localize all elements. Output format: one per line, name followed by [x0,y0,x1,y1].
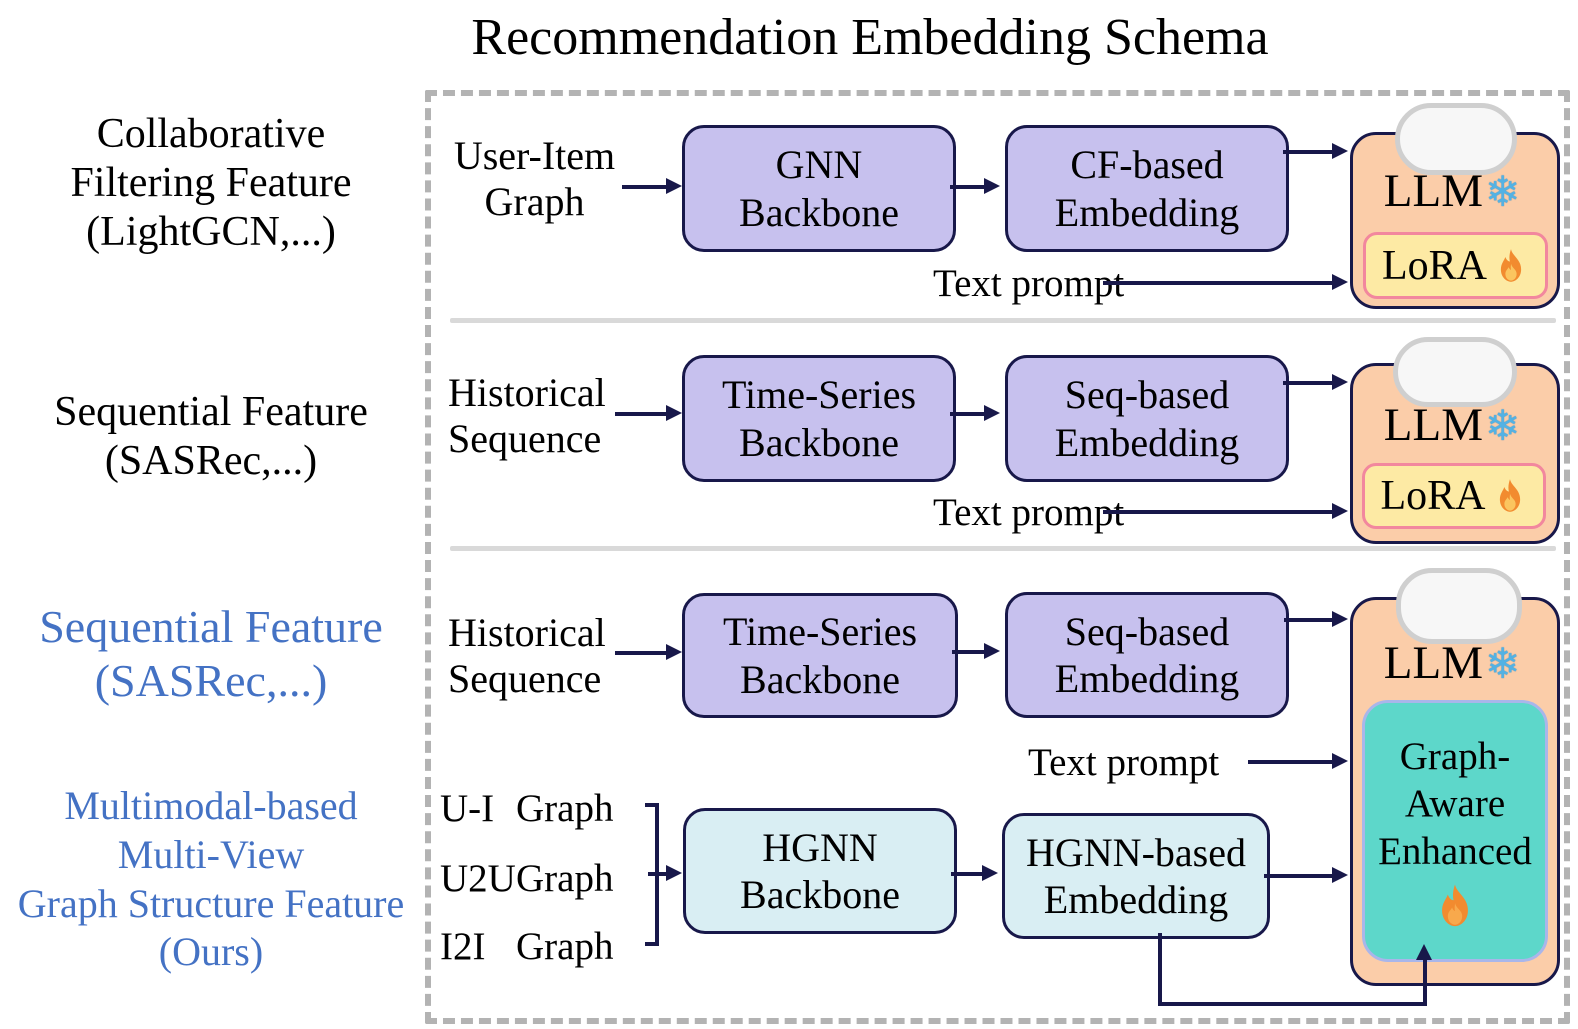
arrow-line [952,650,986,654]
arrowhead-right-icon [1332,143,1348,159]
box-hgnn-embedding: HGNN-based Embedding [1002,813,1270,939]
input-historical-sequence: Historical Sequence [448,610,606,701]
arrow-line [1264,874,1334,878]
arrow-line [950,185,986,189]
arrowhead-right-icon [1332,503,1348,519]
label-sequential-feature-blue: Sequential Feature (SASRec,...) [39,601,383,706]
diagram-title: Recommendation Embedding Schema [471,9,1269,66]
input-user-item-graph: User-Item Graph [453,133,616,224]
feedback-line [1423,958,1427,1005]
feedback-line [1158,933,1162,1005]
text-prompt-label: Text prompt [933,491,1125,534]
input-u2u-graph: U2U Graph [440,857,614,900]
arrowhead-right-icon [1332,274,1348,290]
box-timeseries-backbone: Time-Series Backbone [682,355,956,482]
arrow-line [1103,510,1334,514]
arrowhead-right-icon [1332,374,1348,390]
input-historical-sequence: Historical Sequence [448,370,606,461]
box-seq-embedding: Seq-based Embedding [1005,355,1289,482]
dashed-frame [425,90,1570,1024]
arrowhead-right-icon [984,178,1000,194]
arrowhead-right-icon [984,405,1000,421]
llm-title: LLM❄ [1383,399,1521,451]
snowflake-icon: ❄ [1485,166,1521,216]
arrow-line [950,412,986,416]
box-cf-embedding: CF-based Embedding [1005,125,1289,252]
arrowhead-right-icon [666,178,682,194]
robot-smile-icon [1396,568,1522,644]
bracket-line [645,803,659,807]
arrowhead-right-icon [1332,611,1348,627]
arrowhead-right-icon [982,865,998,881]
arrowhead-right-icon [1332,867,1348,883]
row-separator-1 [450,318,1556,323]
text-prompt-label: Text prompt [1028,741,1220,784]
input-ui-graph: U-I Graph [440,787,614,830]
llm-title: LLM❄ [1383,637,1521,689]
arrow-line [1284,618,1334,622]
graph-aware-enhanced-box: Graph- Aware Enhanced [1362,700,1548,962]
feedback-line [1158,1002,1427,1006]
arrowhead-right-icon [984,643,1000,659]
lora-box: LoRA [1363,232,1548,299]
arrow-line [648,872,668,876]
arrow-line [622,185,668,189]
fire-icon [1442,884,1468,927]
fire-icon [1500,248,1522,282]
text-prompt-label: Text prompt [933,262,1125,305]
box-gnn-backbone: GNN Backbone [682,125,956,252]
row-separator-2 [450,546,1556,551]
robot-icon [1393,337,1517,407]
arrow-line [1248,760,1334,764]
bracket-line [645,942,659,946]
box-timeseries-backbone: Time-Series Backbone [682,593,958,718]
arrow-line [615,412,668,416]
box-seq-embedding: Seq-based Embedding [1005,592,1289,718]
label-sequential-feature: Sequential Feature (SASRec,...) [54,389,368,485]
label-multimodal-graph-feature: Multimodal-based Multi-View Graph Struct… [17,783,405,975]
arrow-line [951,872,984,876]
input-i2i-graph: I2I Graph [440,925,614,968]
fire-icon [1499,479,1520,512]
arrowhead-right-icon [1332,753,1348,769]
snowflake-icon: ❄ [1485,638,1521,688]
arrowhead-right-icon [666,405,682,421]
lora-box: LoRA [1362,463,1546,529]
arrowhead-right-icon [666,644,682,660]
arrow-line [1283,150,1334,154]
arrow-line [615,651,668,655]
box-hgnn-backbone: HGNN Backbone [683,808,957,934]
arrow-line [1283,381,1334,385]
arrow-line [1103,281,1334,285]
snowflake-icon: ❄ [1485,400,1521,450]
label-collaborative-filtering: Collaborative Filtering Feature (LightGC… [70,111,352,256]
arrowhead-up-icon [1416,944,1432,960]
robot-icon [1395,103,1517,175]
arrowhead-right-icon [666,865,682,881]
